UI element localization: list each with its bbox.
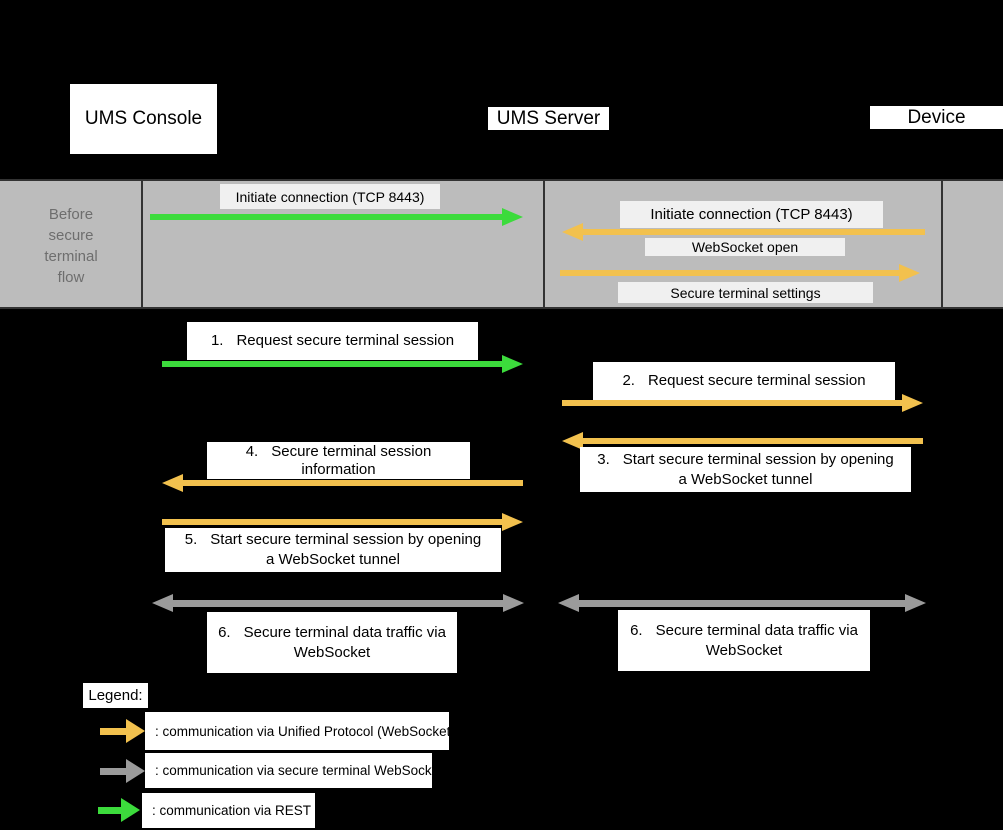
legend-item-unified-protocol: : communication via Unified Protocol (We… [145, 712, 455, 750]
step-6-right-label: 6.Secure terminal data traffic via WebSo… [618, 610, 870, 671]
band-divider-1 [141, 179, 143, 309]
legend-secure-websocket-arrow-icon [100, 758, 145, 784]
step-3-text: Start secure terminal session by opening [622, 450, 894, 468]
step-1-text: Request secure terminal session [236, 332, 455, 349]
step-6-left-label: 6.Secure terminal data traffic via WebSo… [207, 612, 457, 673]
band-msg-secure-terminal-settings-label: Secure terminal settings [670, 284, 821, 301]
actor-ums-console: UMS Console [70, 84, 217, 154]
actor-ums-server: UMS Server [488, 107, 609, 130]
legend-title: Legend: [83, 683, 148, 708]
legend-item-secure-websocket: : communication via secure terminal WebS… [145, 753, 443, 788]
band-divider-2 [543, 179, 545, 309]
step-3-number: 3. [597, 450, 610, 468]
band-msg-secure-terminal-settings: Secure terminal settings [618, 282, 873, 303]
step-6-right-number: 6. [630, 621, 643, 639]
step-4-text: Secure terminal session [271, 442, 432, 460]
step-2-text: Request secure terminal session [647, 372, 866, 389]
unified-arrow-secure-settings [560, 263, 920, 283]
legend-item-rest: : communication via REST [142, 793, 315, 828]
step-1-number: 1. [210, 332, 224, 349]
step-5-label: 5. Start secure terminal session by openi… [165, 528, 501, 572]
band-msg-initiate-connection-device: Initiate connection (TCP 8443) [620, 201, 883, 228]
step-4-number: 4. [245, 442, 259, 460]
band-msg-initiate-connection-device-label: Initiate connection (TCP 8443) [650, 206, 853, 223]
step-2-label: 2. Request secure terminal session [593, 362, 895, 400]
unified-arrow-step-2 [562, 393, 923, 413]
step-5-text: Start secure terminal session by opening [210, 531, 482, 548]
rest-arrow-initiate-connection [150, 207, 523, 227]
band-divider-3 [941, 179, 943, 309]
band-phase-label: Before secure terminal flow [44, 206, 98, 286]
legend-unified-protocol-arrow-icon [100, 718, 145, 744]
actor-device-label: Device [907, 106, 966, 128]
secure-websocket-arrow-step-6-right [558, 592, 926, 614]
band-msg-initiate-connection-console-label: Initiate connection (TCP 8443) [235, 188, 425, 205]
rest-arrow-step-1 [162, 354, 523, 374]
step-2-number: 2. [622, 372, 635, 389]
band-msg-websocket-open: WebSocket open [645, 238, 845, 256]
step-3-label: 3. Start secure terminal session by openi… [580, 447, 911, 492]
band-msg-websocket-open-label: WebSocket open [691, 239, 799, 255]
step-6-left-text: Secure terminal data traffic via [243, 623, 446, 641]
step-1-label: 1. Request secure terminal session [187, 322, 478, 360]
band-msg-initiate-connection-console: Initiate connection (TCP 8443) [220, 184, 440, 209]
actor-ums-console-label: UMS Console [84, 108, 203, 129]
unified-arrow-step-4 [162, 473, 523, 493]
secure-websocket-arrow-step-6-left [152, 592, 524, 614]
unified-arrow-step-5 [162, 512, 523, 532]
step-5-number: 5. [184, 531, 198, 548]
legend-rest-arrow-icon [98, 797, 140, 823]
actor-ums-server-label: UMS Server [496, 107, 601, 129]
step-4-label: 4.Secure terminal session information [207, 442, 470, 479]
unified-arrow-initiate-connection [562, 222, 925, 242]
actor-device: Device [870, 106, 1003, 129]
step-6-right-text: Secure terminal data traffic via [655, 621, 858, 639]
step-6-left-number: 6. [218, 623, 231, 641]
unified-arrow-step-3 [562, 431, 923, 451]
